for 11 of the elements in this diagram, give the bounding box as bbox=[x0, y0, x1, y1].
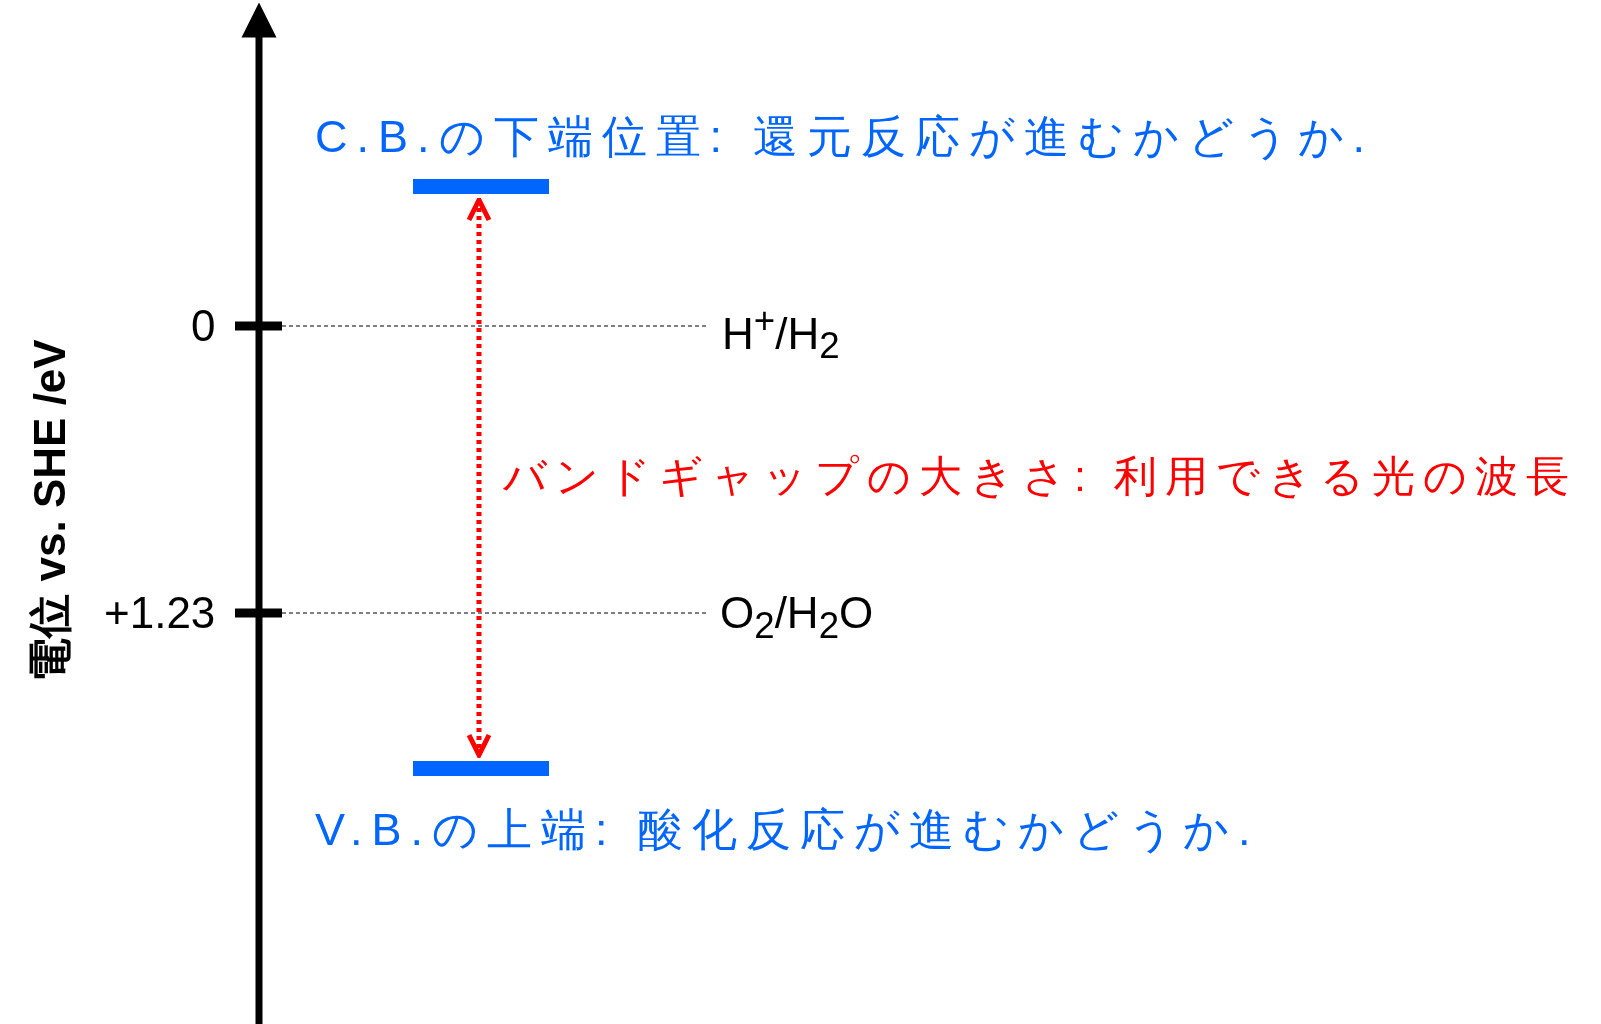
edge-label: バンドギャップの大きさ: 利用できる光の波長 bbox=[503, 451, 1577, 502]
reaction-label: O$_{2}$/H$_{2}$O bbox=[720, 587, 874, 647]
double-headed-arrow bbox=[466, 197, 492, 758]
band-description: V.B.の上端: 酸化反応が進むかどうか. bbox=[315, 803, 1260, 857]
reaction-label: H$^{+}$/H$_{2}$ bbox=[722, 299, 840, 367]
tick-label: 0 bbox=[191, 301, 216, 351]
tick-label: +1.23 bbox=[104, 588, 216, 638]
axis-title: 電位 vs. SHE /eV bbox=[23, 338, 75, 682]
band-edge-bar bbox=[413, 761, 549, 776]
band-edge-bar bbox=[413, 179, 549, 194]
band-description: C.B.の下端位置: 還元反応が進むかどうか. bbox=[315, 110, 1375, 164]
